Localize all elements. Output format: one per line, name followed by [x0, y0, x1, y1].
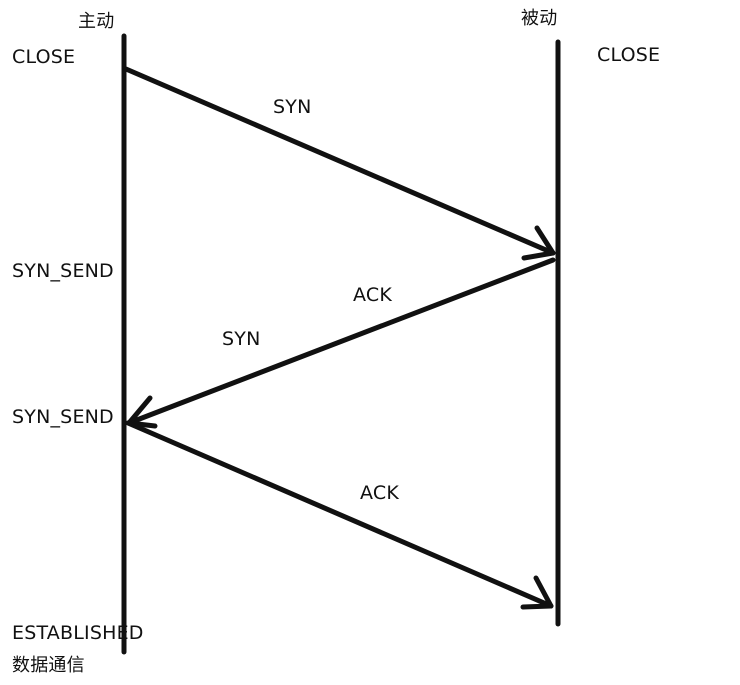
client-state-data-transfer: 数据通信 [12, 655, 85, 676]
client-state-syn-send-2: SYN_SEND [12, 406, 114, 428]
client-state-close: CLOSE [12, 46, 76, 68]
ack-arrow-2 [125, 420, 554, 610]
client-state-syn-send-1: SYN_SEND [12, 260, 114, 282]
message-ack-1: ACK [353, 284, 392, 306]
message-syn-2: SYN [222, 328, 261, 350]
message-ack-2: ACK [360, 482, 399, 504]
message-syn-1: SYN [273, 96, 312, 118]
passive-side-title: 被动 [521, 8, 558, 29]
client-state-established: ESTABLISHED [12, 622, 144, 644]
server-state-close: CLOSE [597, 44, 661, 66]
syn-ack-arrow [126, 257, 556, 429]
active-side-title: 主动 [78, 11, 115, 32]
syn-arrow-1 [123, 66, 556, 261]
